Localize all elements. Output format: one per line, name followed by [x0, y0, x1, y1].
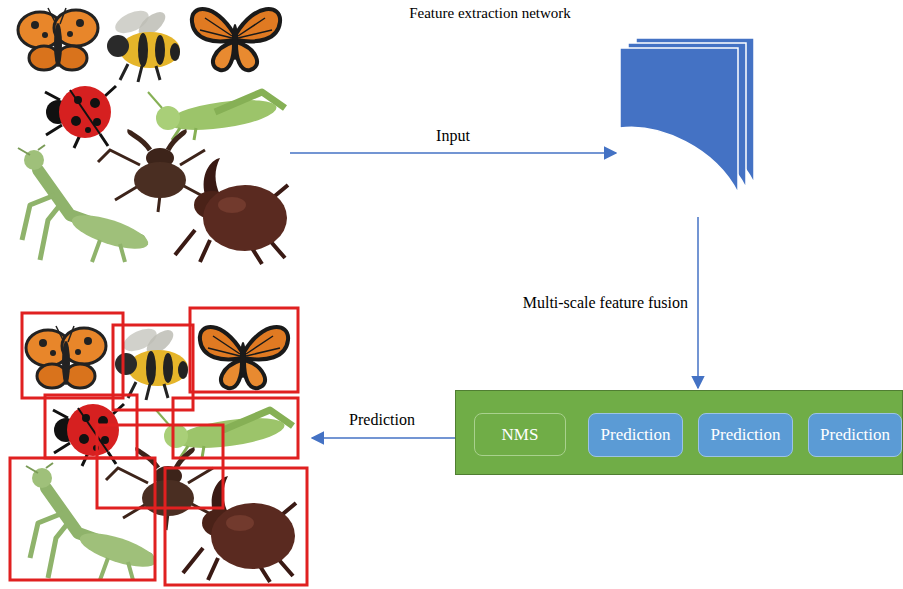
prediction-box: Prediction	[808, 413, 902, 457]
feature-map	[620, 48, 738, 193]
feature-network: Feature extraction network	[380, 0, 760, 205]
box-label: NMS	[502, 425, 539, 445]
prediction-box: Prediction	[588, 413, 683, 457]
input-arrow	[290, 152, 616, 154]
nms-box: NMS	[474, 413, 566, 456]
box-label: Prediction	[820, 425, 890, 445]
prediction-box: Prediction	[698, 413, 793, 457]
insect-photo	[18, 6, 288, 264]
edge-label: Multi-scale feature fusion	[523, 293, 688, 312]
arrow-label: Prediction	[349, 410, 415, 429]
feature-map-stack	[620, 38, 760, 205]
bounding-boxes	[10, 308, 307, 585]
detection-head-band: NMS Prediction Prediction Prediction	[455, 390, 903, 475]
arrow-label: Input	[436, 126, 470, 145]
box-label: Prediction	[601, 425, 671, 445]
network-heading: Feature extraction network	[380, 5, 600, 22]
prediction-arrow	[312, 437, 455, 439]
detected-insect-photo	[26, 324, 296, 582]
connector-arrow	[697, 217, 699, 388]
box-label: Prediction	[711, 425, 781, 445]
